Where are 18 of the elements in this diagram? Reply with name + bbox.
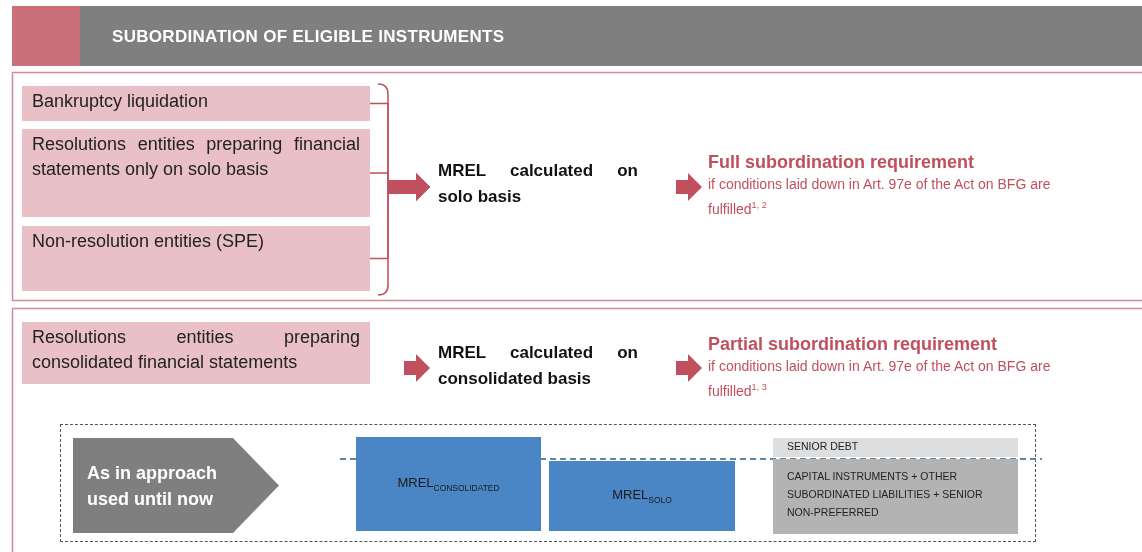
- category-box: Resolutions entities preparing financial statements only on solo basis: [22, 129, 370, 217]
- dashed-frame: [60, 424, 1036, 542]
- bar-block: MREL$_{SOLO}$: [549, 461, 735, 531]
- category-box: Non-resolution entities (SPE): [22, 226, 370, 291]
- label: Full subordination requirement: [708, 151, 975, 174]
- note-text: if conditions laid down in Art. 97e of the Act on BFG are fulfilled$^{1, 2}$: [708, 175, 1052, 219]
- bar-block: MREL$_{CONSOLIDATED}$: [356, 437, 541, 531]
- title: SUBORDINATION OF ELIGIBLE INSTRUMENTS: [112, 27, 505, 47]
- layer-block: CAPITAL INSTRUMENTS + OTHER SUBORDINATED LIABILITIES + SENIOR NON-PREFERRED: [773, 459, 1018, 534]
- result-text: MREL calculated on consolidated basis: [430, 340, 638, 396]
- result-text: MREL calculated on solo basis: [430, 158, 638, 216]
- note-text: if conditions laid down in Art. 97e of the Act on BFG are fulfilled$^{1, 3}$: [708, 357, 1052, 401]
- label: Partial subordination requirement: [708, 333, 999, 356]
- category-box: Resolutions entities preparing consolidated financial statements: [22, 322, 370, 384]
- chevron-label: As in approach used until now: [87, 462, 219, 511]
- category-box: Bankruptcy liquidation: [22, 86, 370, 121]
- layer-block: SENIOR DEBT: [773, 438, 1018, 457]
- arrow: [369, 173, 431, 260]
